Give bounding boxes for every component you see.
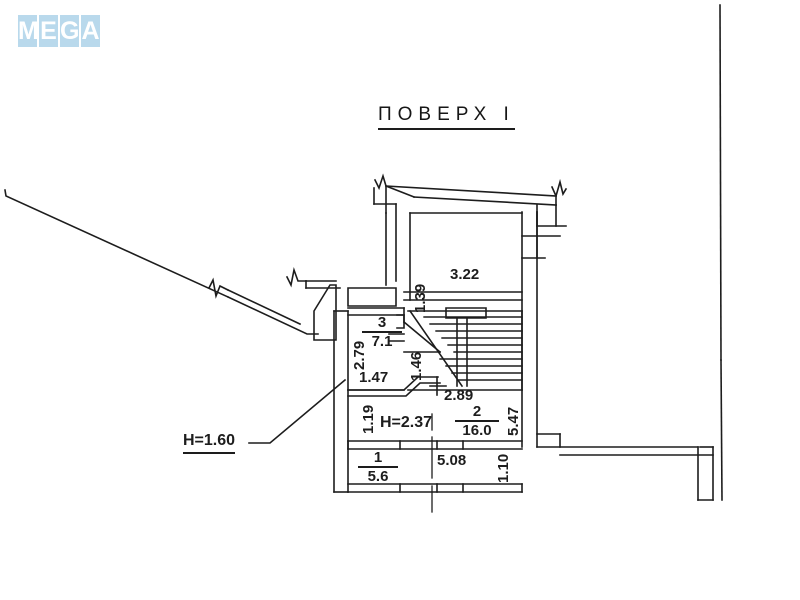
room-2-divider	[455, 420, 499, 422]
dimension-room3-horizontal: 1.47	[359, 369, 389, 386]
dimension-top-left-vertical: 1.39	[412, 283, 429, 313]
room-1-number: 1	[373, 449, 383, 466]
room-label-2: 2 16.0	[455, 404, 499, 439]
page-title: ПОВЕРХ I	[378, 104, 515, 130]
left-window-rect	[347, 287, 397, 307]
watermark-letter-m: M	[18, 15, 39, 47]
far-right-vertical-wall	[699, 4, 723, 501]
dimension-top-width: 3.22	[450, 266, 480, 283]
room-2-area: 16.0	[462, 422, 492, 439]
dimension-stair-horizontal: 2.89	[444, 387, 474, 404]
room-2-number: 2	[472, 403, 482, 420]
right-exterior-wall	[521, 211, 561, 448]
dimension-room1-horizontal: 5.08	[437, 452, 467, 469]
room-label-1: 1 5.6	[358, 450, 398, 485]
room-1-walls	[347, 483, 523, 493]
room-3-number: 3	[377, 314, 387, 331]
porch-wedge	[313, 284, 337, 341]
upper-chamber	[403, 212, 523, 301]
room-1-area: 5.6	[367, 468, 389, 485]
stair-well-rect	[445, 307, 487, 387]
left-wall-upper	[385, 203, 397, 286]
exterior-diagonal-wall-lower	[226, 288, 319, 335]
staircase-frame	[407, 310, 523, 391]
room-3-divider	[362, 331, 402, 333]
dimension-room1-vertical: 1.10	[495, 453, 512, 483]
watermark-letter-g: G	[60, 15, 80, 47]
dimension-room2-vertical: 5.47	[505, 406, 522, 436]
room-2-walls	[347, 440, 523, 450]
staircase-diagonals	[402, 309, 464, 388]
left-exterior-wall	[333, 310, 349, 493]
height-label-exterior: H=1.60	[183, 432, 236, 454]
height-leader-line	[248, 378, 347, 444]
height-label-interior: H=2.37	[380, 414, 433, 431]
staircase-treads-upper	[423, 316, 523, 353]
dimension-ticks-289	[429, 376, 447, 396]
watermark-letter-a: A	[81, 15, 100, 47]
watermark-letter-e: E	[39, 15, 58, 47]
exterior-diagonal-wall-upper	[4, 189, 230, 299]
staircase-treads-lower	[439, 358, 523, 381]
exterior-terrace-right	[536, 433, 714, 501]
room-label-3: 3 7.1	[362, 315, 402, 350]
room-3-area: 7.1	[371, 333, 393, 350]
room-1-divider	[358, 466, 398, 468]
mega-watermark: M E G A	[18, 15, 100, 47]
chamfer-wall	[347, 376, 441, 397]
entrance-canopy	[373, 173, 416, 214]
dimension-stair-vertical: 1.46	[408, 351, 425, 381]
exterior-wall-step-left	[285, 267, 341, 289]
dimension-corridor-vertical: 1.19	[360, 404, 377, 434]
